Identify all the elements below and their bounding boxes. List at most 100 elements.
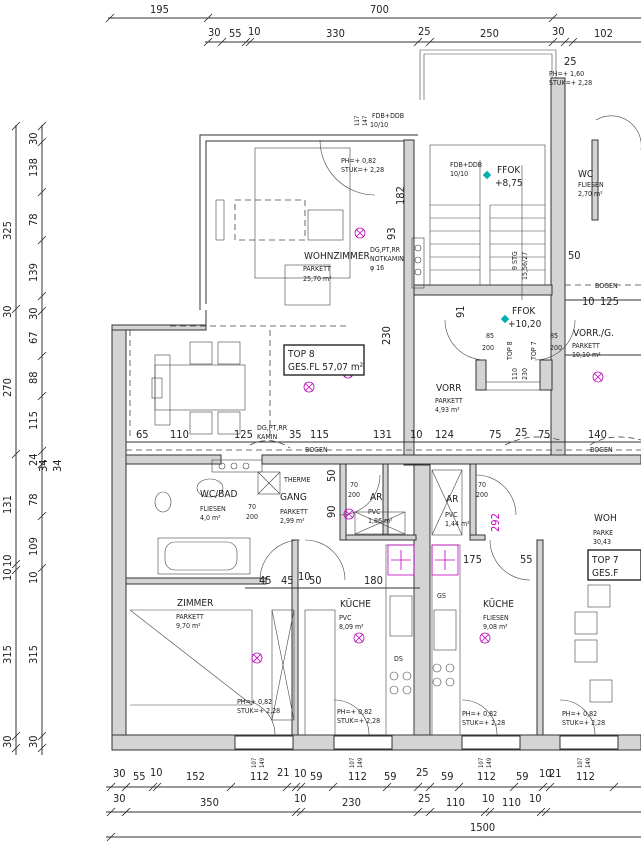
unit-area: GES.FL 57,07 m²: [288, 362, 364, 373]
room-area: 1,86 m²: [368, 517, 393, 525]
room-area: 10,10 m²: [572, 351, 601, 359]
electrical-symbols: [251, 170, 604, 664]
window-stuk: STUK=+ 2,28: [462, 719, 505, 727]
dim-label: 25: [418, 25, 431, 38]
window-ph: PH=+ 0,82: [337, 708, 372, 716]
dim-label: 325: [1, 221, 14, 240]
stairs-count: 9 STG: [511, 251, 519, 270]
door-width: 70: [350, 481, 358, 489]
dim-label: 107: [478, 758, 485, 768]
dim-label: 55: [229, 27, 242, 40]
dim-label: 30: [208, 26, 221, 39]
dim-label: 112: [250, 770, 269, 783]
ds-label: DS: [394, 655, 403, 663]
room-area: 30,43: [593, 538, 611, 546]
dim-label: 109: [27, 537, 40, 556]
dim-label: 315: [27, 645, 40, 664]
room-area: 4,0 m²: [200, 514, 221, 522]
dim-label: 182: [394, 186, 407, 205]
room-vorr: VORR PARKETT 4,93 m²: [435, 383, 463, 414]
unit-name: TOP 8: [287, 349, 315, 360]
dim-label: 149: [259, 757, 266, 768]
door-width: 70: [248, 503, 256, 511]
dim-label: 10: [529, 792, 542, 805]
dim-label: 30: [27, 735, 40, 748]
dim-label: 50: [568, 249, 581, 262]
dim-label: 110: [170, 428, 189, 441]
doors: [126, 139, 641, 736]
dim-label: 30: [552, 25, 565, 38]
room-floor: PARKETT: [176, 613, 204, 621]
room-name: ZIMMER: [177, 598, 213, 609]
door-height: 200: [246, 513, 258, 521]
room-area: 2,99 m²: [280, 517, 305, 525]
door-height: 200: [482, 344, 494, 352]
room-floor: PVC: [368, 508, 381, 516]
room-name: VORR./G.: [573, 328, 614, 339]
dim-label: 149: [585, 757, 592, 768]
room-area: 2,70 m²: [578, 190, 603, 198]
door-label-top7: TOP 7: [530, 341, 538, 361]
ffok-label: FFOK: [512, 306, 536, 317]
dim-label: 10: [298, 570, 311, 583]
door-height: 200: [348, 491, 360, 499]
dim-label: 10: [248, 25, 261, 38]
therme-label: THERME: [283, 476, 310, 484]
dim-label: 30: [1, 735, 14, 748]
dim-label: 88: [27, 371, 40, 384]
dim-label: 110: [446, 796, 465, 809]
dim-label: 45: [281, 574, 294, 587]
dim-label: 21: [277, 766, 290, 779]
dim-label: 59: [516, 770, 529, 783]
dim-label: 112: [477, 770, 496, 783]
room-name: GANG: [280, 492, 307, 503]
room-area: 4,93 m²: [435, 406, 460, 414]
dim-label: 112: [348, 770, 367, 783]
dim-label: 110: [502, 796, 521, 809]
door-width: 110: [511, 368, 519, 380]
door-height: 200: [550, 344, 562, 352]
bogen-label: BOGEN: [595, 282, 618, 290]
room-name: WC: [578, 169, 593, 180]
dim-label: 115: [310, 428, 329, 441]
dim-label: 350: [200, 796, 219, 809]
room-floor: PARKETT: [280, 508, 308, 516]
dim-label: 102: [594, 27, 613, 40]
window-stuk: STUK=+ 2,28: [562, 719, 605, 727]
dim-label: 93: [385, 227, 398, 240]
unit-name: TOP 7: [591, 555, 619, 566]
room-wohnzimmer: WOHNZIMMER PARKETT 25,70 m²: [303, 251, 370, 283]
ffok-level: +10,20: [508, 319, 542, 330]
room-floor: FLIESEN: [200, 505, 226, 513]
dim-label: 50: [325, 469, 338, 482]
dim-label: 149: [357, 757, 364, 768]
dim-label: 25: [515, 426, 528, 439]
room-name: WC/BAD: [200, 489, 238, 500]
room-floor: PVC: [339, 614, 352, 622]
door-height: 230: [521, 368, 529, 380]
dim-label: 147: [362, 116, 369, 126]
room-kueche-1: KÜCHE PVC 8,09 m²: [339, 597, 371, 631]
dim-label: 10: [539, 767, 552, 780]
dim-label: 25: [418, 792, 431, 805]
room-name: KÜCHE: [483, 597, 514, 610]
room-labels: WOHNZIMMER PARKETT 25,70 m² WC/BAD FLIES…: [176, 169, 617, 631]
ffok-label: FFOK: [497, 165, 521, 176]
window-ph: PH=+ 0,82: [341, 157, 376, 165]
dim-label: 34: [37, 459, 50, 472]
dim-label: 230: [380, 326, 393, 345]
dim-label: 107: [251, 758, 258, 768]
bogen-label: BOGEN: [590, 446, 613, 454]
ffok-level: +8,75: [495, 178, 523, 189]
left-dimensions: 325 30 270 131 10 10 315 30 30 138 78 13…: [1, 121, 64, 755]
window-stuk: STUK=+ 2,28: [237, 707, 280, 715]
window-ph: PH=+ 0,82: [562, 710, 597, 718]
door-height: 200: [476, 491, 488, 499]
interior-dimensions: 65 110 125 35 115 131 10 124 75 25 75 14…: [126, 116, 641, 589]
dim-label: 250: [480, 27, 499, 40]
dim-label: 330: [326, 27, 345, 40]
dim-label: 55: [520, 553, 533, 566]
dim-label: 117: [354, 116, 361, 126]
dim-label: 35: [289, 428, 302, 441]
